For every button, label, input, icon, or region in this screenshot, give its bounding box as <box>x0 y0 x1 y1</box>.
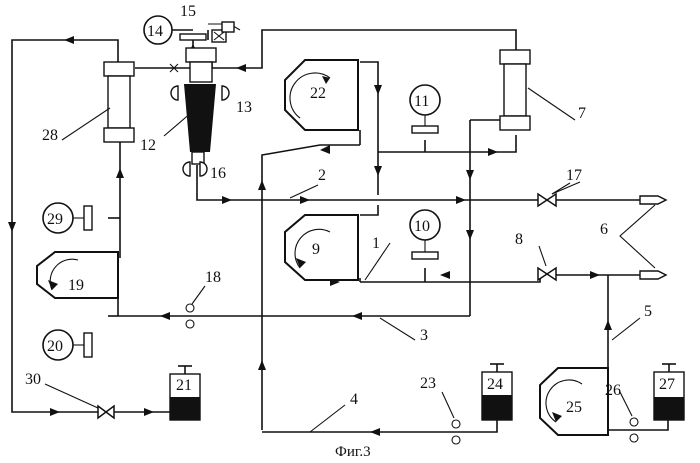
label-25: 25 <box>566 399 582 416</box>
figure-caption: Фиг.3 <box>335 444 371 460</box>
nozzles-6 <box>620 196 666 279</box>
label-9: 9 <box>312 241 320 258</box>
label-20: 20 <box>47 338 63 355</box>
label-30: 30 <box>25 371 41 388</box>
valve-17 <box>538 194 556 206</box>
column-28 <box>104 62 134 142</box>
valve-8 <box>538 268 556 280</box>
label-13: 13 <box>236 99 252 116</box>
label-22: 22 <box>310 85 326 102</box>
label-7: 7 <box>578 105 586 122</box>
label-11: 11 <box>414 93 429 110</box>
label-24: 24 <box>487 376 503 393</box>
label-17: 17 <box>566 167 582 184</box>
label-19: 19 <box>68 277 84 294</box>
label-28: 28 <box>42 127 58 144</box>
label-29: 29 <box>47 211 63 228</box>
label-12: 12 <box>140 137 156 154</box>
label-3: 3 <box>420 327 428 344</box>
label-18: 18 <box>205 269 221 286</box>
label-14: 14 <box>147 23 163 40</box>
valve-30 <box>98 406 114 418</box>
label-5: 5 <box>644 303 652 320</box>
label-27: 27 <box>659 376 675 393</box>
reactor-12 <box>171 22 234 176</box>
label-6: 6 <box>600 221 608 238</box>
label-26: 26 <box>605 382 621 399</box>
label-4: 4 <box>350 391 358 408</box>
label-23: 23 <box>420 375 436 392</box>
label-15: 15 <box>180 3 196 20</box>
pump-9 <box>285 215 358 280</box>
label-10: 10 <box>414 218 430 235</box>
label-1: 1 <box>372 235 380 252</box>
label-8: 8 <box>515 231 523 248</box>
label-21: 21 <box>176 377 192 394</box>
label-16: 16 <box>210 165 226 182</box>
label-2: 2 <box>318 167 326 184</box>
column-7 <box>500 50 530 130</box>
